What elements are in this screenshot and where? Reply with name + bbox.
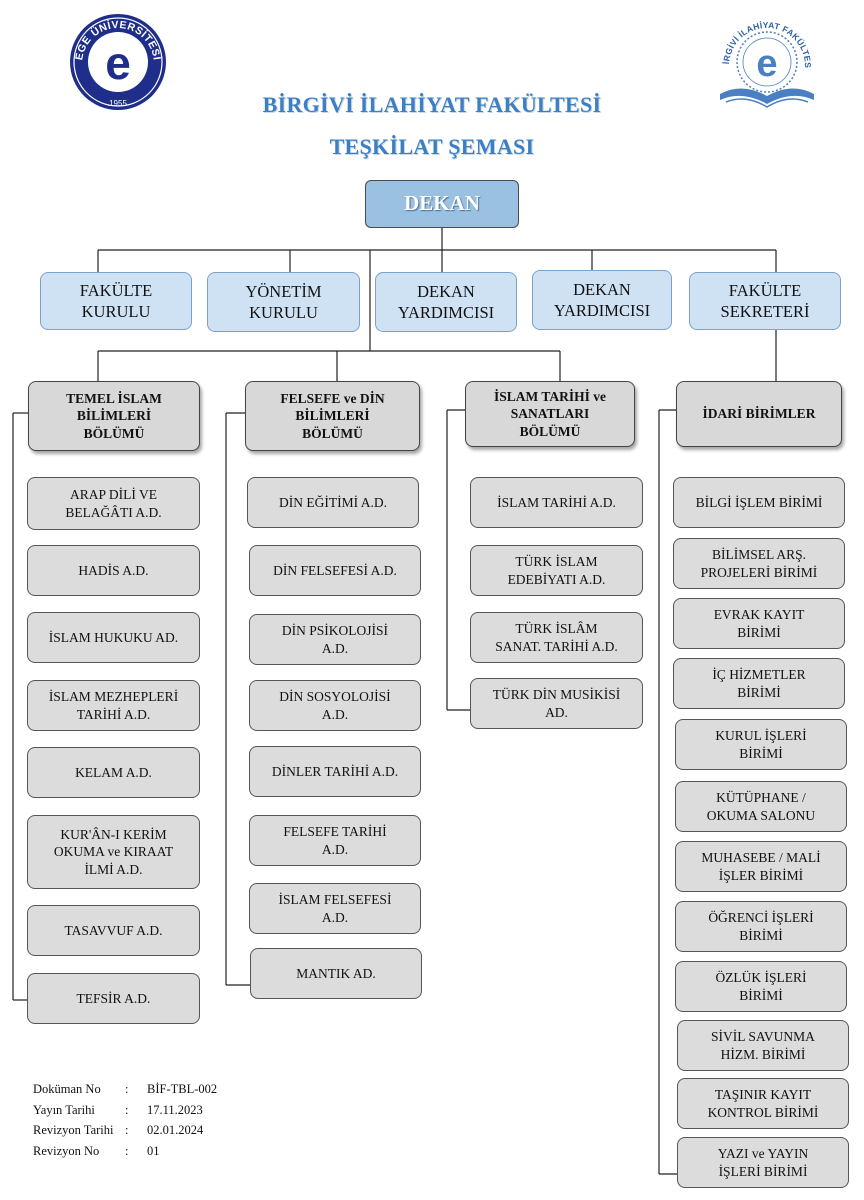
unit-box: ÖĞRENCİ İŞLERİ BİRİMİ	[675, 901, 847, 952]
page-title: BİRGİVİ İLAHİYAT FAKÜLTESİ	[262, 92, 602, 117]
doc-info-value: 02.01.2024	[147, 1123, 204, 1137]
unit-box: HADİS A.D.	[27, 545, 200, 596]
unit-box: SİVİL SAVUNMA HİZM. BİRİMİ	[677, 1020, 849, 1071]
unit-box: FELSEFE TARİHİ A.D.	[249, 815, 421, 866]
page-subtitle: TEŞKİLAT ŞEMASI	[329, 134, 535, 159]
doc-info-sep: :	[125, 1123, 129, 1137]
doc-info-value: 17.11.2023	[147, 1102, 203, 1117]
unit-box: ARAP DİLİ VE BELAĞÂTI A.D.	[27, 477, 200, 530]
unit-box: DİNLER TARİHİ A.D.	[249, 746, 421, 797]
unit-box: TÜRK İSLÂM SANAT. TARİHİ A.D.	[470, 612, 643, 663]
document-info-row: Doküman No : BİF-TBL-002	[33, 1079, 217, 1100]
unit-box: İSLAM HUKUKU AD.	[27, 612, 200, 663]
unit-box: KURUL İŞLERİ BİRİMİ	[675, 719, 847, 770]
unit-box: MUHASEBE / MALİ İŞLER BİRİMİ	[675, 841, 847, 892]
unit-box: ÖZLÜK İŞLERİ BİRİMİ	[675, 961, 847, 1012]
unit-box: TEFSİR A.D.	[27, 973, 200, 1024]
dekan-yardimcisi-box-2: DEKAN YARDIMCISI	[532, 270, 672, 330]
unit-box: KUR'ÂN-I KERİM OKUMA ve KIRAAT İLMİ A.D.	[27, 815, 200, 889]
unit-box: YAZI ve YAYIN İŞLERİ BİRİMİ	[677, 1137, 849, 1188]
unit-box: DİN EĞİTİMİ A.D.	[247, 477, 419, 528]
fakulte-kurulu-box: FAKÜLTE KURULU	[40, 272, 192, 330]
yonetim-kurulu-box: YÖNETİM KURULU	[207, 272, 360, 332]
unit-box: İSLAM TARİHİ A.D.	[470, 477, 643, 528]
unit-box: BİLİMSEL ARŞ. PROJELERİ BİRİMİ	[673, 538, 845, 589]
doc-info-key: Revizyon No	[33, 1143, 100, 1158]
document-info-row: Revizyon No : 01	[33, 1141, 217, 1162]
department-idari-birimler: İDARİ BİRİMLER	[676, 381, 842, 447]
doc-info-key: Revizyon Tarihi	[33, 1123, 114, 1137]
birgivi-faculty-logo: e BİRGİVİ İLAHİYAT FAKÜLTESİ	[712, 12, 814, 108]
dekan-box: DEKAN	[365, 180, 519, 228]
doc-info-value: BİF-TBL-002	[147, 1082, 218, 1096]
unit-box: KÜTÜPHANE / OKUMA SALONU	[675, 781, 847, 832]
unit-box: BİLGİ İŞLEM BİRİMİ	[673, 477, 845, 528]
department-felsefe-din: FELSEFE ve DİN BİLİMLERİ BÖLÜMÜ	[245, 381, 420, 451]
svg-text:e: e	[756, 43, 777, 85]
doc-info-sep: :	[125, 1143, 129, 1158]
unit-box: DİN SOSYOLOJİSİ A.D.	[249, 680, 421, 731]
ege-university-logo: e EGE ÜNİVERSİTESİ 1955	[70, 14, 166, 110]
document-info: Doküman No : BİF-TBL-002 Yayın Tarihi : …	[33, 1079, 217, 1161]
fakulte-sekreteri-box: FAKÜLTE SEKRETERİ	[689, 272, 841, 330]
svg-text:1955: 1955	[109, 99, 127, 108]
unit-box: TÜRK DİN MUSİKİSİ AD.	[470, 678, 643, 729]
svg-text:e: e	[105, 37, 131, 89]
unit-box: MANTIK AD.	[250, 948, 422, 999]
doc-info-key: Yayın Tarihi	[33, 1102, 95, 1117]
doc-info-key: Doküman No	[33, 1082, 101, 1096]
unit-box: İSLAM MEZHEPLERİ TARİHİ A.D.	[27, 680, 200, 731]
unit-box: DİN FELSEFESİ A.D.	[249, 545, 421, 596]
doc-info-sep: :	[125, 1102, 129, 1117]
unit-box: TAŞINIR KAYIT KONTROL BİRİMİ	[677, 1078, 849, 1129]
unit-box: İÇ HİZMETLER BİRİMİ	[673, 658, 845, 709]
doc-info-value: 01	[147, 1143, 160, 1158]
document-info-row: Revizyon Tarihi : 02.01.2024	[33, 1120, 217, 1141]
unit-box: KELAM A.D.	[27, 747, 200, 798]
department-islam-tarihi: İSLAM TARİHİ ve SANATLARI BÖLÜMÜ	[465, 381, 635, 447]
department-temel-islam: TEMEL İSLAM BİLİMLERİ BÖLÜMÜ	[28, 381, 200, 451]
doc-info-sep: :	[125, 1082, 129, 1096]
unit-box: İSLAM FELSEFESİ A.D.	[249, 883, 421, 934]
document-info-row: Yayın Tarihi : 17.11.2023	[33, 1100, 217, 1121]
unit-box: TASAVVUF A.D.	[27, 905, 200, 956]
unit-box: EVRAK KAYIT BİRİMİ	[673, 598, 845, 649]
dekan-yardimcisi-box-1: DEKAN YARDIMCISI	[375, 272, 517, 332]
unit-box: TÜRK İSLAM EDEBİYATI A.D.	[470, 545, 643, 596]
unit-box: DİN PSİKOLOJİSİ A.D.	[249, 614, 421, 665]
